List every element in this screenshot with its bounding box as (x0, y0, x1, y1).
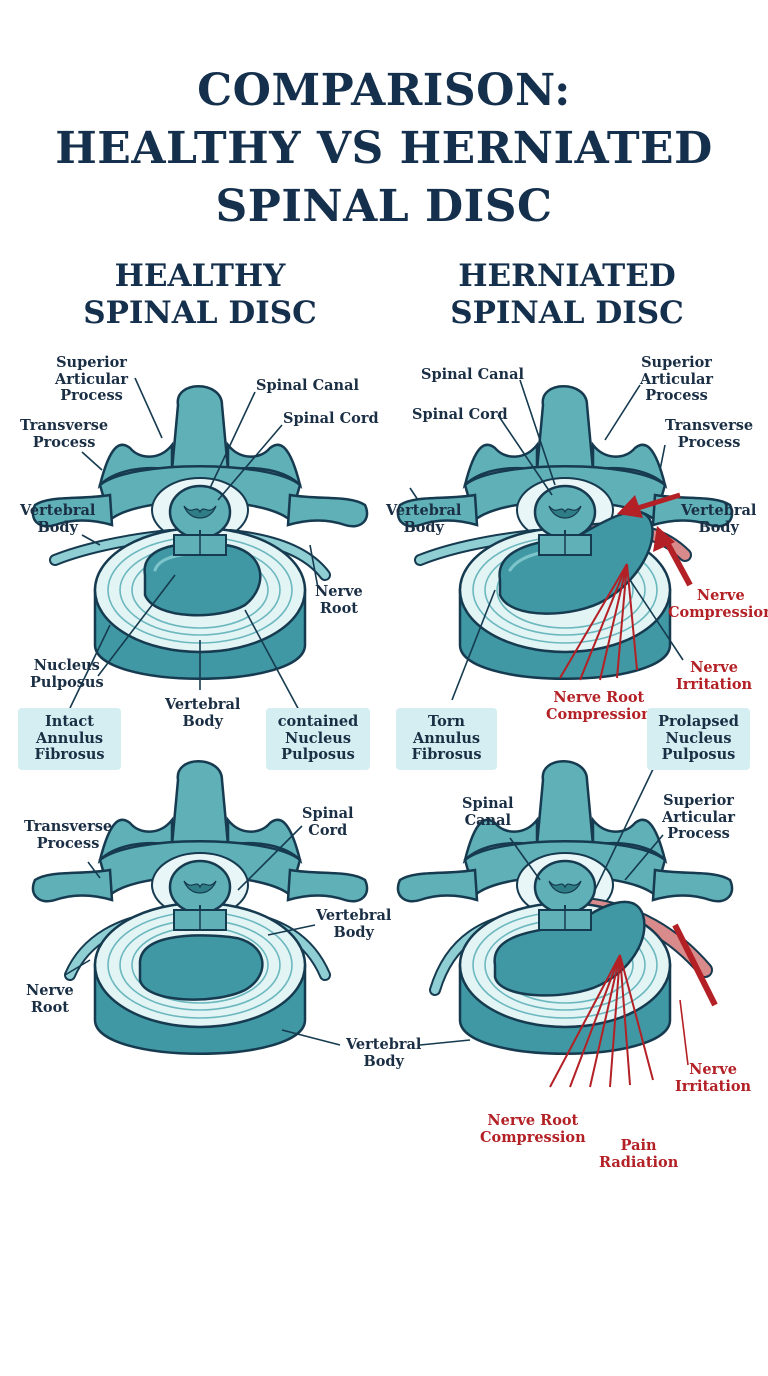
healthy-top-vertebra (31, 385, 369, 680)
title-line-3: SPINAL DISC (215, 181, 553, 232)
healthy-bottom-vertebra (31, 760, 369, 1055)
title-line-2: HEALTHY VS HERNIATED (55, 123, 713, 174)
label-spinal-cord-h: Spinal Cord (412, 406, 508, 423)
main-title: COMPARISON: HEALTHY VS HERNIATED SPINAL … (0, 62, 768, 236)
herniated-top-vertebra (396, 385, 734, 681)
herniated-heading: HERNIATED SPINAL DISC (450, 258, 684, 331)
healthy-heading: HEALTHY SPINAL DISC (83, 258, 317, 331)
label-spinal-canal: Spinal Canal (256, 377, 359, 394)
label-spinal-canal-h: Spinal Canal (421, 366, 524, 383)
herniated-bottom-vertebra (396, 760, 734, 1088)
title-line-1: COMPARISON: (197, 65, 571, 116)
label-spinal-cord: Spinal Cord (283, 410, 379, 427)
